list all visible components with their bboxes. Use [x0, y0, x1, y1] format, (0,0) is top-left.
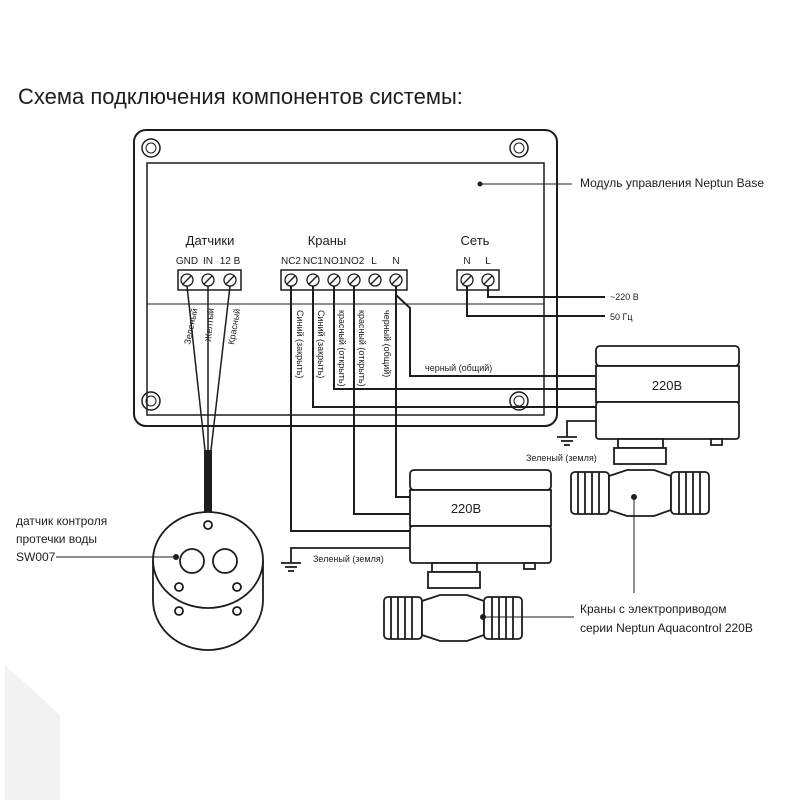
valve-wire-label: черный (общий)	[382, 310, 392, 377]
terminal-label: N	[463, 256, 470, 267]
upper-actuator-label: 220В	[652, 378, 682, 393]
valve-wire-label: Синий (закрыть)	[316, 310, 326, 378]
power-frequency-label: 50 Гц	[610, 312, 633, 322]
terminal-label: GND	[176, 256, 198, 267]
watermark-logo	[5, 665, 60, 800]
sensor-wire-label: Зеленый	[182, 307, 199, 345]
network-header: Сеть	[461, 233, 490, 248]
diagram-title: Схема подключения компонентов системы:	[18, 84, 463, 109]
upper-ground-label: Зеленый (земля)	[526, 453, 597, 463]
terminal-label: NO1	[324, 256, 345, 267]
terminal-screw-icon	[368, 273, 382, 287]
sensor-caption-line2: протечки воды	[16, 532, 97, 546]
screw-hole-icon	[509, 138, 529, 158]
lower-actuator-label: 220В	[451, 501, 481, 516]
terminal-label: L	[485, 256, 491, 267]
terminal-label: N	[392, 256, 399, 267]
valves-callout	[480, 494, 637, 620]
valve-wire-label: красный (открыть)	[357, 310, 367, 387]
ground-icon	[281, 547, 410, 572]
sensor-cable	[186, 285, 231, 451]
upper-valve-actuator	[595, 345, 740, 465]
screw-hole-icon	[141, 391, 161, 411]
sensor-wire-label: Красный	[226, 308, 242, 345]
common-wire-label: черный (общий)	[425, 363, 492, 373]
control-module	[133, 129, 558, 427]
network-terminal-block	[456, 269, 500, 291]
lower-valve-actuator	[409, 469, 552, 589]
sensor-caption-line3: SW007	[16, 550, 56, 564]
upper-valve-body	[570, 469, 710, 517]
power-voltage-label: ~220 В	[610, 292, 639, 302]
sensors-header: Датчики	[186, 233, 235, 248]
valve-wires	[290, 286, 596, 532]
valve-wire-label: Синий (закрыть)	[295, 310, 305, 378]
terminal-label: 12 В	[220, 256, 241, 267]
lower-valve-body	[383, 594, 523, 642]
sensor-caption-line1: датчик контроля	[16, 514, 107, 528]
screw-hole-icon	[509, 391, 529, 411]
valve-wire-label: красный (открыть)	[337, 310, 347, 387]
lower-ground-label: Зеленый (земля)	[313, 554, 384, 564]
power-wires	[466, 286, 605, 317]
module-label: Модуль управления Neptun Base	[580, 176, 764, 190]
terminal-label: NO2	[344, 256, 365, 267]
ground-icon	[557, 420, 596, 446]
terminal-label: IN	[203, 256, 213, 267]
sensor-cable-sheath	[204, 450, 212, 516]
valves-caption-line2: серии Neptun Aquacontrol 220В	[580, 621, 753, 635]
terminal-label: NC2	[281, 256, 301, 267]
sensor-callout	[56, 554, 179, 560]
screw-hole-icon	[141, 138, 161, 158]
terminal-label: L	[371, 256, 377, 267]
leak-sensor	[152, 511, 264, 651]
valves-terminal-block	[280, 269, 408, 291]
terminal-label: NC1	[303, 256, 323, 267]
valves-header: Краны	[308, 233, 347, 248]
sensor-wire-label: Желтый	[203, 308, 216, 343]
sensors-terminal-block	[177, 269, 242, 291]
valves-caption-line1: Краны с электроприводом	[580, 602, 726, 616]
